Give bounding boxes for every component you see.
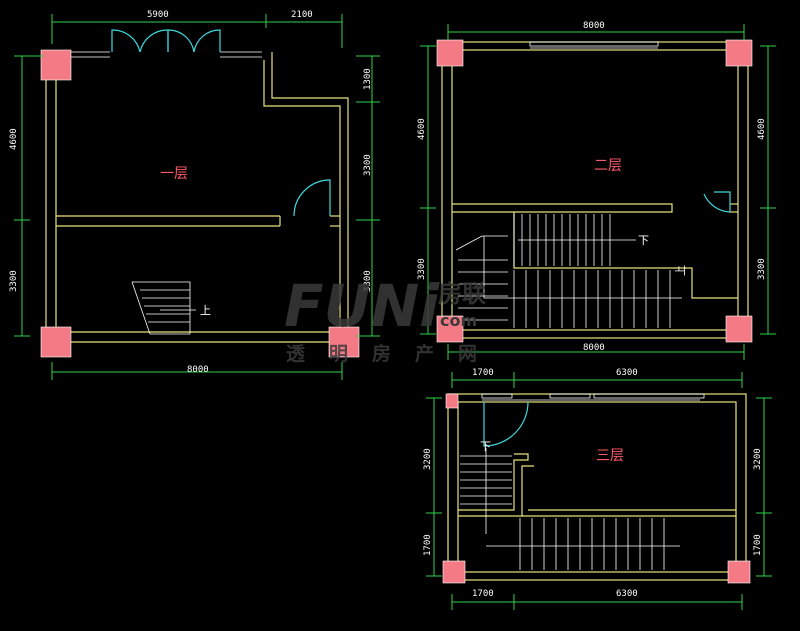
watermark: FUNi 房联 com 透明房产网 bbox=[284, 272, 501, 365]
plan2-stair-label-a: 下 bbox=[638, 234, 649, 247]
plan1-walls bbox=[45, 52, 349, 343]
plan3-dim-top-b: 6300 bbox=[616, 368, 638, 378]
plan2-stair bbox=[455, 214, 682, 328]
watermark-logo: FUNi bbox=[284, 272, 440, 340]
plan1-stair-label: 上 bbox=[200, 304, 211, 317]
plan1-dim-top-a: 5900 bbox=[147, 10, 169, 20]
plan3-room-label: 三层 bbox=[596, 448, 624, 464]
plan3-column bbox=[445, 393, 459, 409]
plan1-dim-right-a: 1300 bbox=[363, 68, 373, 90]
plan2-dim-bottom: 8000 bbox=[583, 343, 605, 353]
plan2-column bbox=[725, 39, 753, 67]
plan2-walls bbox=[441, 41, 749, 339]
plan3-dim-bottom-b: 6300 bbox=[616, 589, 638, 599]
plan3-dim-top-a: 1700 bbox=[472, 368, 494, 378]
plan3-window bbox=[481, 393, 705, 401]
plan1-dim-left-b: 3300 bbox=[9, 270, 19, 292]
plan3-dimensions bbox=[426, 372, 772, 610]
plan1-column bbox=[40, 326, 72, 358]
plan3-stair bbox=[460, 448, 680, 570]
plan1-dimensions bbox=[14, 14, 380, 380]
plan1-dim-bottom: 8000 bbox=[187, 365, 209, 375]
plan2-door-swing bbox=[703, 193, 731, 213]
plan2-dim-left-b: 3300 bbox=[417, 258, 427, 280]
plan1-column bbox=[40, 49, 72, 81]
plan3-dim-left-b: 1700 bbox=[423, 534, 433, 556]
plan1-interior-door bbox=[293, 179, 331, 217]
plan3-column bbox=[442, 560, 466, 584]
watermark-tagline: 透明房产网 bbox=[286, 342, 501, 365]
plan2-room-label: 二层 bbox=[594, 158, 622, 174]
plan2-dim-right-a: 4600 bbox=[757, 118, 767, 140]
plan2-column bbox=[436, 315, 464, 343]
plan-second-floor: 下 上 二层 8000 8000 4600 3300 4600 3300 bbox=[417, 21, 776, 360]
plan1-front-doors bbox=[66, 29, 262, 58]
plan2-door bbox=[714, 191, 731, 212]
plan2-stair-label-b: 上 bbox=[674, 265, 687, 276]
plan2-column bbox=[725, 315, 753, 343]
plan1-dim-left-a: 4600 bbox=[9, 128, 19, 150]
plan-third-floor: 下 三层 1700 6300 1700 6300 3200 1700 bbox=[423, 368, 772, 610]
plan2-dim-left-a: 4600 bbox=[417, 118, 427, 140]
plan3-walls bbox=[447, 393, 747, 581]
plan1-dim-right-b: 3300 bbox=[363, 154, 373, 176]
watermark-logo-tail: com bbox=[440, 311, 477, 330]
plan2-dim-top: 8000 bbox=[583, 21, 605, 31]
plan2-dimensions bbox=[420, 24, 776, 360]
plan3-dim-right-a: 3200 bbox=[753, 448, 763, 470]
plan1-dim-right-c: 3300 bbox=[363, 270, 373, 292]
plan3-door bbox=[483, 401, 529, 447]
plan-ground-floor: 上 一层 5900 2100 8000 4600 3300 bbox=[9, 10, 380, 380]
plan3-dim-bottom-a: 1700 bbox=[472, 589, 494, 599]
plan3-dim-right-b: 1700 bbox=[753, 534, 763, 556]
plan2-window bbox=[529, 41, 659, 49]
plan1-dim-top-b: 2100 bbox=[291, 10, 313, 20]
plan2-column bbox=[436, 39, 464, 67]
plan1-column bbox=[328, 326, 360, 358]
watermark-logo-cn: 房联 bbox=[438, 280, 486, 308]
plan3-column bbox=[727, 560, 751, 584]
plan3-stair-label: 下 bbox=[480, 440, 491, 453]
plan2-dim-right-b: 3300 bbox=[757, 258, 767, 280]
plan3-dim-left-a: 3200 bbox=[423, 448, 433, 470]
plan1-room-label: 一层 bbox=[160, 166, 188, 182]
plan1-stair bbox=[131, 281, 196, 335]
